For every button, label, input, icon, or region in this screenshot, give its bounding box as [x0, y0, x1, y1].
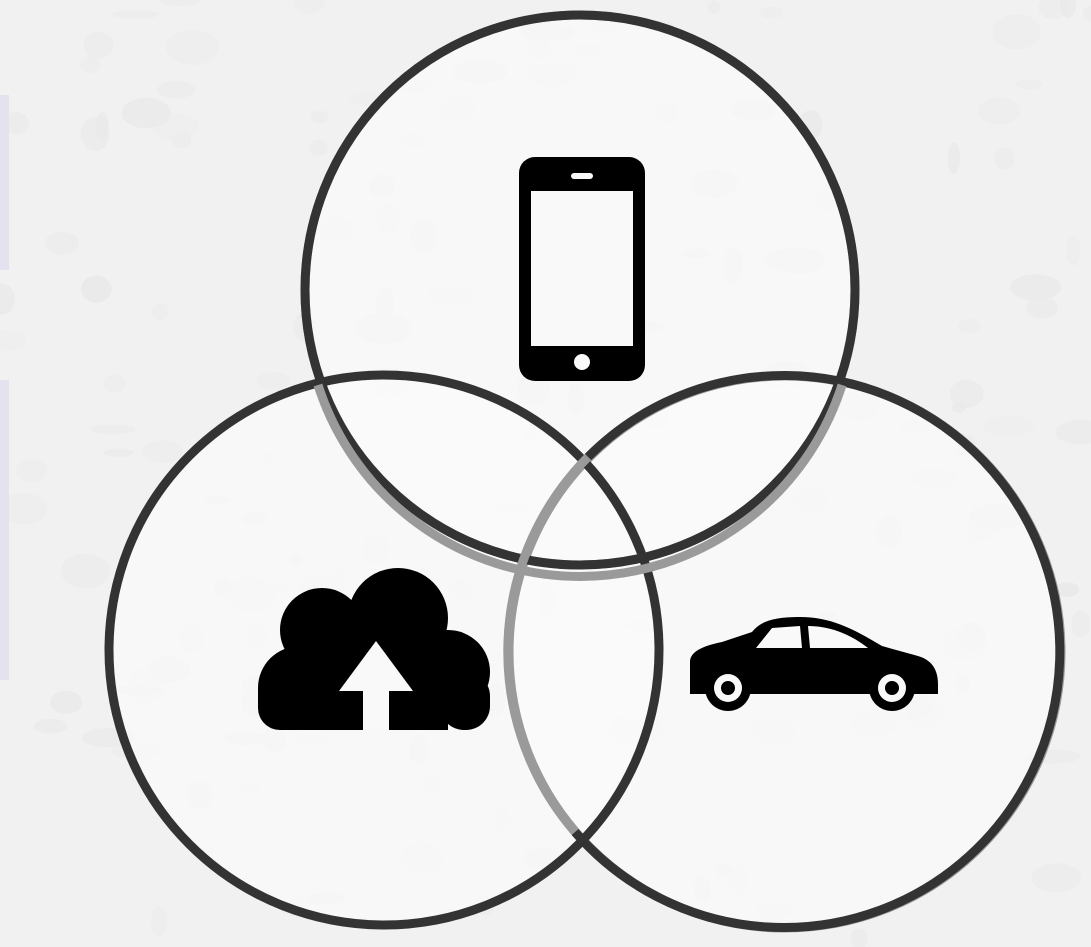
texture-blot: [142, 440, 183, 463]
texture-blot: [159, 0, 200, 7]
texture-blot: [103, 373, 126, 393]
texture-blot: [152, 303, 169, 321]
circle-ring-top-faded-arc: [313, 383, 847, 581]
texture-blot: [50, 690, 83, 714]
texture-blot: [157, 81, 196, 99]
texture-blot: [165, 29, 219, 65]
texture-blot: [103, 448, 135, 457]
texture-blot: [171, 132, 192, 149]
circle-ring-top-front: [300, 10, 860, 570]
texture-blot: [949, 379, 984, 408]
texture-blot: [96, 112, 109, 142]
texture-blot: [0, 330, 27, 351]
texture-blot: [45, 231, 79, 255]
texture-blot: [951, 401, 967, 413]
texture-blot: [1026, 296, 1058, 319]
texture-blot: [994, 147, 1015, 170]
left-edge-tint: [0, 380, 9, 680]
texture-blot: [89, 424, 136, 435]
texture-blot: [1071, 610, 1090, 638]
texture-blot: [850, 928, 868, 947]
texture-blot: [1015, 79, 1043, 90]
texture-blot: [1038, 0, 1069, 19]
texture-blot: [80, 275, 112, 303]
texture-blot: [957, 318, 981, 334]
texture-blot: [151, 905, 167, 937]
texture-blot: [83, 31, 114, 59]
texture-blot: [150, 113, 199, 140]
texture-blot: [707, 0, 721, 14]
circle-ring-bottom-left: [104, 370, 664, 930]
circle-ring-bottom-right-faded-arc: [503, 453, 592, 835]
texture-blot: [0, 283, 15, 315]
texture-blot: [121, 97, 171, 129]
texture-blot: [112, 10, 160, 19]
texture-blot: [80, 117, 110, 151]
circle-ring-bottom-right-front: [571, 371, 1065, 932]
texture-blot: [1060, 0, 1077, 18]
texture-blot: [1056, 582, 1079, 597]
texture-blot: [309, 139, 328, 156]
car-icon: [690, 617, 938, 711]
texture-blot: [1083, 6, 1091, 21]
texture-blot: [1010, 274, 1061, 301]
texture-blot: [256, 372, 291, 390]
texture-blot: [983, 415, 1034, 437]
texture-blot: [1055, 419, 1091, 445]
texture-blot: [2, 112, 30, 135]
texture-blot: [1031, 863, 1082, 893]
texture-blot: [1065, 235, 1081, 266]
texture-blot: [0, 492, 48, 525]
texture-blot: [61, 553, 111, 589]
texture-blot: [992, 14, 1041, 50]
texture-blot: [760, 7, 783, 19]
smartphone-icon: [519, 157, 645, 381]
texture-blot: [977, 97, 1021, 125]
cloud-upload-icon: [258, 568, 490, 730]
texture-blot: [33, 718, 68, 734]
texture-blot: [947, 142, 961, 175]
texture-blot: [80, 56, 101, 74]
left-edge-tint: [0, 95, 9, 270]
texture-blot: [293, 0, 326, 15]
texture-blot: [15, 458, 48, 483]
texture-blot: [311, 110, 329, 124]
